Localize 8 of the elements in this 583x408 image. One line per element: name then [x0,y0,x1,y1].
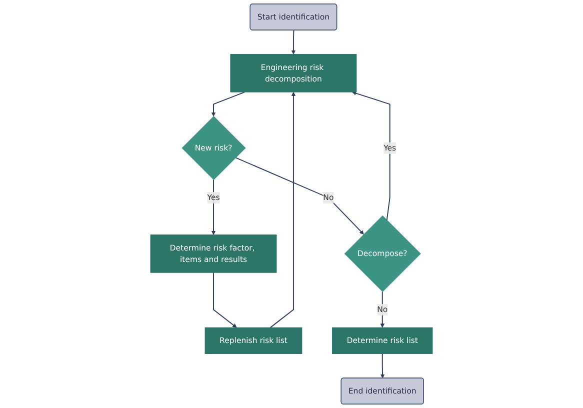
arrow [291,30,296,54]
arrow [380,353,385,378]
arrow [270,92,296,328]
arrow [211,179,216,235]
arrow [211,92,246,116]
arrow [213,272,237,328]
arrow [352,91,390,221]
arrow [235,157,364,235]
